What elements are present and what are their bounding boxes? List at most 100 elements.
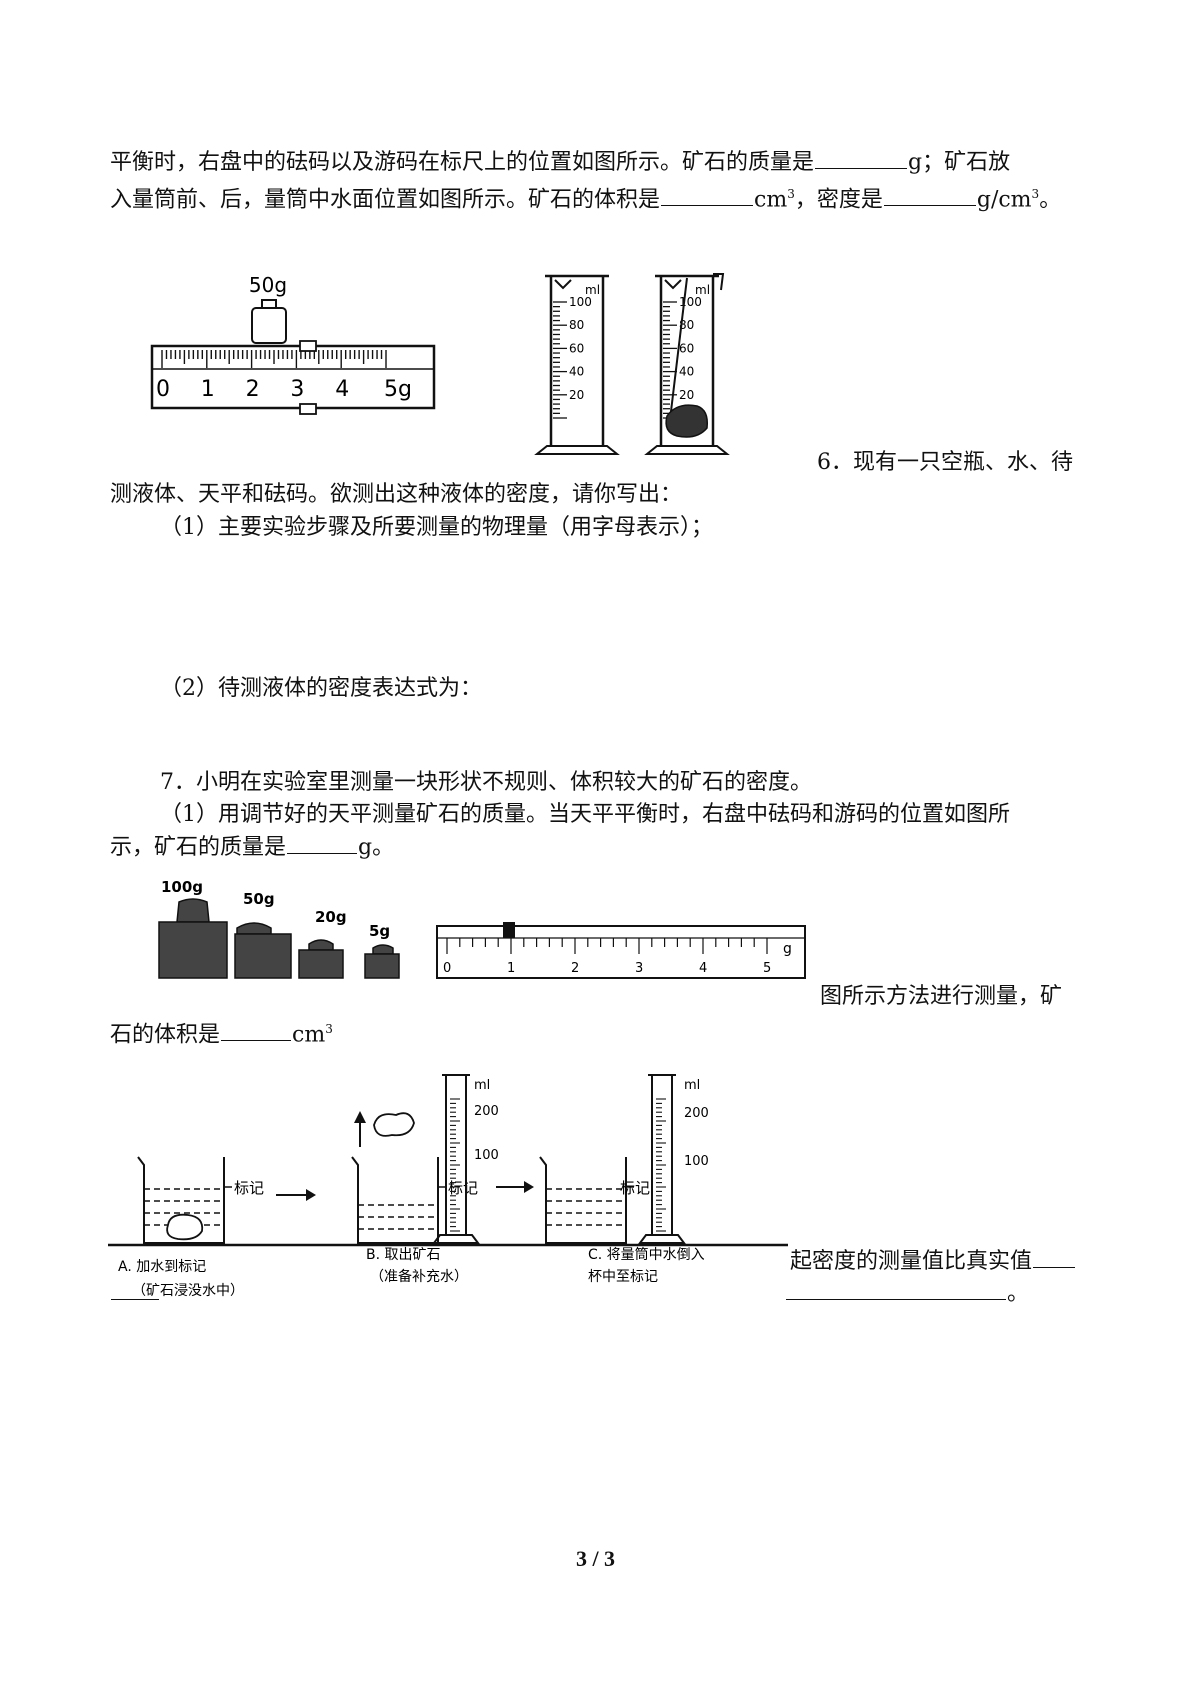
arrow-1 bbox=[276, 1189, 316, 1201]
q5-text: 平衡时，右盘中的砝码以及游码在标尺上的位置如图所示。矿石的质量是 bbox=[110, 150, 815, 175]
cyl-mark: 100 bbox=[679, 295, 702, 309]
scale-label: 1 bbox=[201, 377, 215, 402]
cyl-mark-100: 100 bbox=[684, 1154, 709, 1169]
scale-label: 5 bbox=[763, 961, 771, 976]
answer-blank-volume[interactable] bbox=[221, 1018, 292, 1042]
answer-blank-compare-cont-2[interactable] bbox=[786, 1277, 1006, 1300]
beaker-a: 标记 bbox=[137, 1156, 264, 1244]
q7-part-1a: （1）用调节好的天平测量矿石的质量。当天平平衡时，右盘中砝码和游码的位置如图所 bbox=[160, 802, 1010, 827]
rider-bottom bbox=[299, 403, 317, 415]
beaker-c: 标记 bbox=[539, 1156, 650, 1244]
q7-part-1b: 示，矿石的质量是 g。 bbox=[110, 831, 1090, 864]
q6-intro-a: 6．现有一只空瓶、水、待 bbox=[817, 450, 1073, 475]
weight-100g-knob bbox=[176, 898, 210, 923]
q5-line-1: 平衡时，右盘中的砝码以及游码在标尺上的位置如图所示。矿石的质量是 g；矿石放 bbox=[110, 146, 1090, 179]
unit-label: ml bbox=[684, 1078, 700, 1093]
rider[interactable] bbox=[299, 340, 317, 352]
weight-label-50g: 50g bbox=[243, 890, 275, 908]
cyl-mark-100: 100 bbox=[474, 1148, 499, 1163]
ore-rock bbox=[665, 404, 709, 438]
answer-blank-mass[interactable] bbox=[815, 146, 908, 169]
q7-part-2a: 图所示方法进行测量，矿 bbox=[820, 984, 1063, 1009]
mark-label: 标记 bbox=[620, 1179, 650, 1197]
scale-label: 1 bbox=[507, 961, 515, 976]
volume-method-figure: 标记 标记 ml 200 100 bbox=[108, 1074, 788, 1299]
ore-rock-lifted bbox=[373, 1112, 415, 1137]
caption-b-line-1: B. 取出矿石 bbox=[366, 1247, 441, 1263]
weight-50g bbox=[234, 933, 292, 979]
weight-label-100g: 100g bbox=[161, 878, 203, 896]
cyl-mark: 40 bbox=[569, 365, 584, 379]
q7-part-3b bbox=[110, 1277, 1090, 1310]
answer-blank-compare[interactable] bbox=[1033, 1245, 1076, 1268]
answer-blank-density[interactable] bbox=[883, 183, 976, 207]
weight-20g bbox=[298, 949, 344, 979]
scale-label: 2 bbox=[571, 961, 579, 976]
unit-label: ml bbox=[474, 1078, 490, 1093]
up-arrow-icon bbox=[354, 1111, 366, 1123]
q6-intro-b: 测液体、天平和砝码。欲测出这种液体的密度，请你写出： bbox=[110, 482, 683, 507]
caption-b-line-2: （准备补充水） bbox=[370, 1268, 468, 1285]
scale-label: 2 bbox=[246, 377, 260, 402]
cyl-mark-200: 200 bbox=[474, 1104, 499, 1119]
caption-c-line-1: C. 将量筒中水倒入 bbox=[588, 1246, 705, 1263]
answer-blank-mass[interactable] bbox=[287, 831, 358, 854]
rider[interactable] bbox=[503, 922, 515, 938]
cyl-mark: 20 bbox=[679, 388, 694, 402]
q7-part-3a: 起密度的测量值比真实值 bbox=[790, 1245, 1100, 1278]
scale-label: 3 bbox=[290, 377, 304, 402]
mark-label: 标记 bbox=[448, 1179, 478, 1197]
cyl-mark: 100 bbox=[569, 295, 592, 309]
caption-a-line-2: （矿石浸没水中） bbox=[132, 1283, 244, 1299]
cyl-mark: 60 bbox=[569, 341, 584, 355]
superscript: 3 bbox=[1031, 187, 1040, 201]
scale-label: 0 bbox=[443, 961, 451, 976]
unit-text: cm bbox=[292, 1022, 326, 1048]
q5-text: ，密度是 bbox=[794, 187, 883, 213]
q5-text: 。 bbox=[1039, 187, 1062, 213]
weight-5g bbox=[364, 953, 400, 979]
weight-label: 50g bbox=[249, 273, 287, 297]
q7-text: 。 bbox=[1007, 1281, 1030, 1306]
q6-part-2: （2）待测液体的密度表达式为： bbox=[160, 676, 482, 701]
q5-text: g；矿石放 bbox=[908, 150, 1011, 175]
weight-label-5g: 5g bbox=[369, 922, 390, 940]
scale-label: 5g bbox=[384, 377, 412, 402]
weight-100g bbox=[158, 921, 228, 979]
q7-text: g。 bbox=[358, 835, 395, 860]
cyl-mark: 80 bbox=[569, 318, 584, 332]
q7-text: 示，矿石的质量是 bbox=[110, 835, 287, 860]
scale-label: 4 bbox=[335, 377, 349, 402]
q7-intro: 7．小明在实验室里测量一块形状不规则、体积较大的矿石的密度。 bbox=[160, 770, 812, 795]
cylinder-c: ml 200 100 bbox=[638, 1074, 709, 1244]
q7-part-2b: 石的体积是 cm3 bbox=[110, 1013, 1090, 1051]
page-number: 3 / 3 bbox=[575, 1546, 616, 1571]
answer-blank-compare-cont-1[interactable] bbox=[111, 1277, 159, 1300]
scale-unit: g bbox=[783, 941, 792, 957]
q7-part-3c: 。 bbox=[785, 1277, 1095, 1310]
unit-text: g/cm bbox=[976, 187, 1032, 213]
weight-50g bbox=[251, 299, 287, 344]
mark-label: 标记 bbox=[234, 1179, 264, 1197]
answer-blank-volume[interactable] bbox=[661, 183, 754, 207]
superscript: 3 bbox=[325, 1022, 333, 1036]
unit-label: ml bbox=[585, 283, 600, 297]
q6-part-1: （1）主要实验步骤及所要测量的物理量（用字母表示）； bbox=[160, 515, 713, 540]
q7-text: 起密度的测量值比真实值 bbox=[790, 1249, 1033, 1274]
cyl-mark: 20 bbox=[569, 388, 584, 402]
caption-c-line-2: 杯中至标记 bbox=[588, 1269, 658, 1285]
cyl-mark: 60 bbox=[679, 341, 694, 355]
q7-text: 石的体积是 bbox=[110, 1022, 221, 1048]
weight-20g-knob bbox=[308, 939, 334, 951]
weight-5g-knob bbox=[372, 944, 394, 955]
weight-label-20g: 20g bbox=[315, 908, 347, 926]
scale-label: 3 bbox=[635, 961, 643, 976]
cylinder-before: ml 100 80 60 40 20 bbox=[534, 274, 620, 455]
